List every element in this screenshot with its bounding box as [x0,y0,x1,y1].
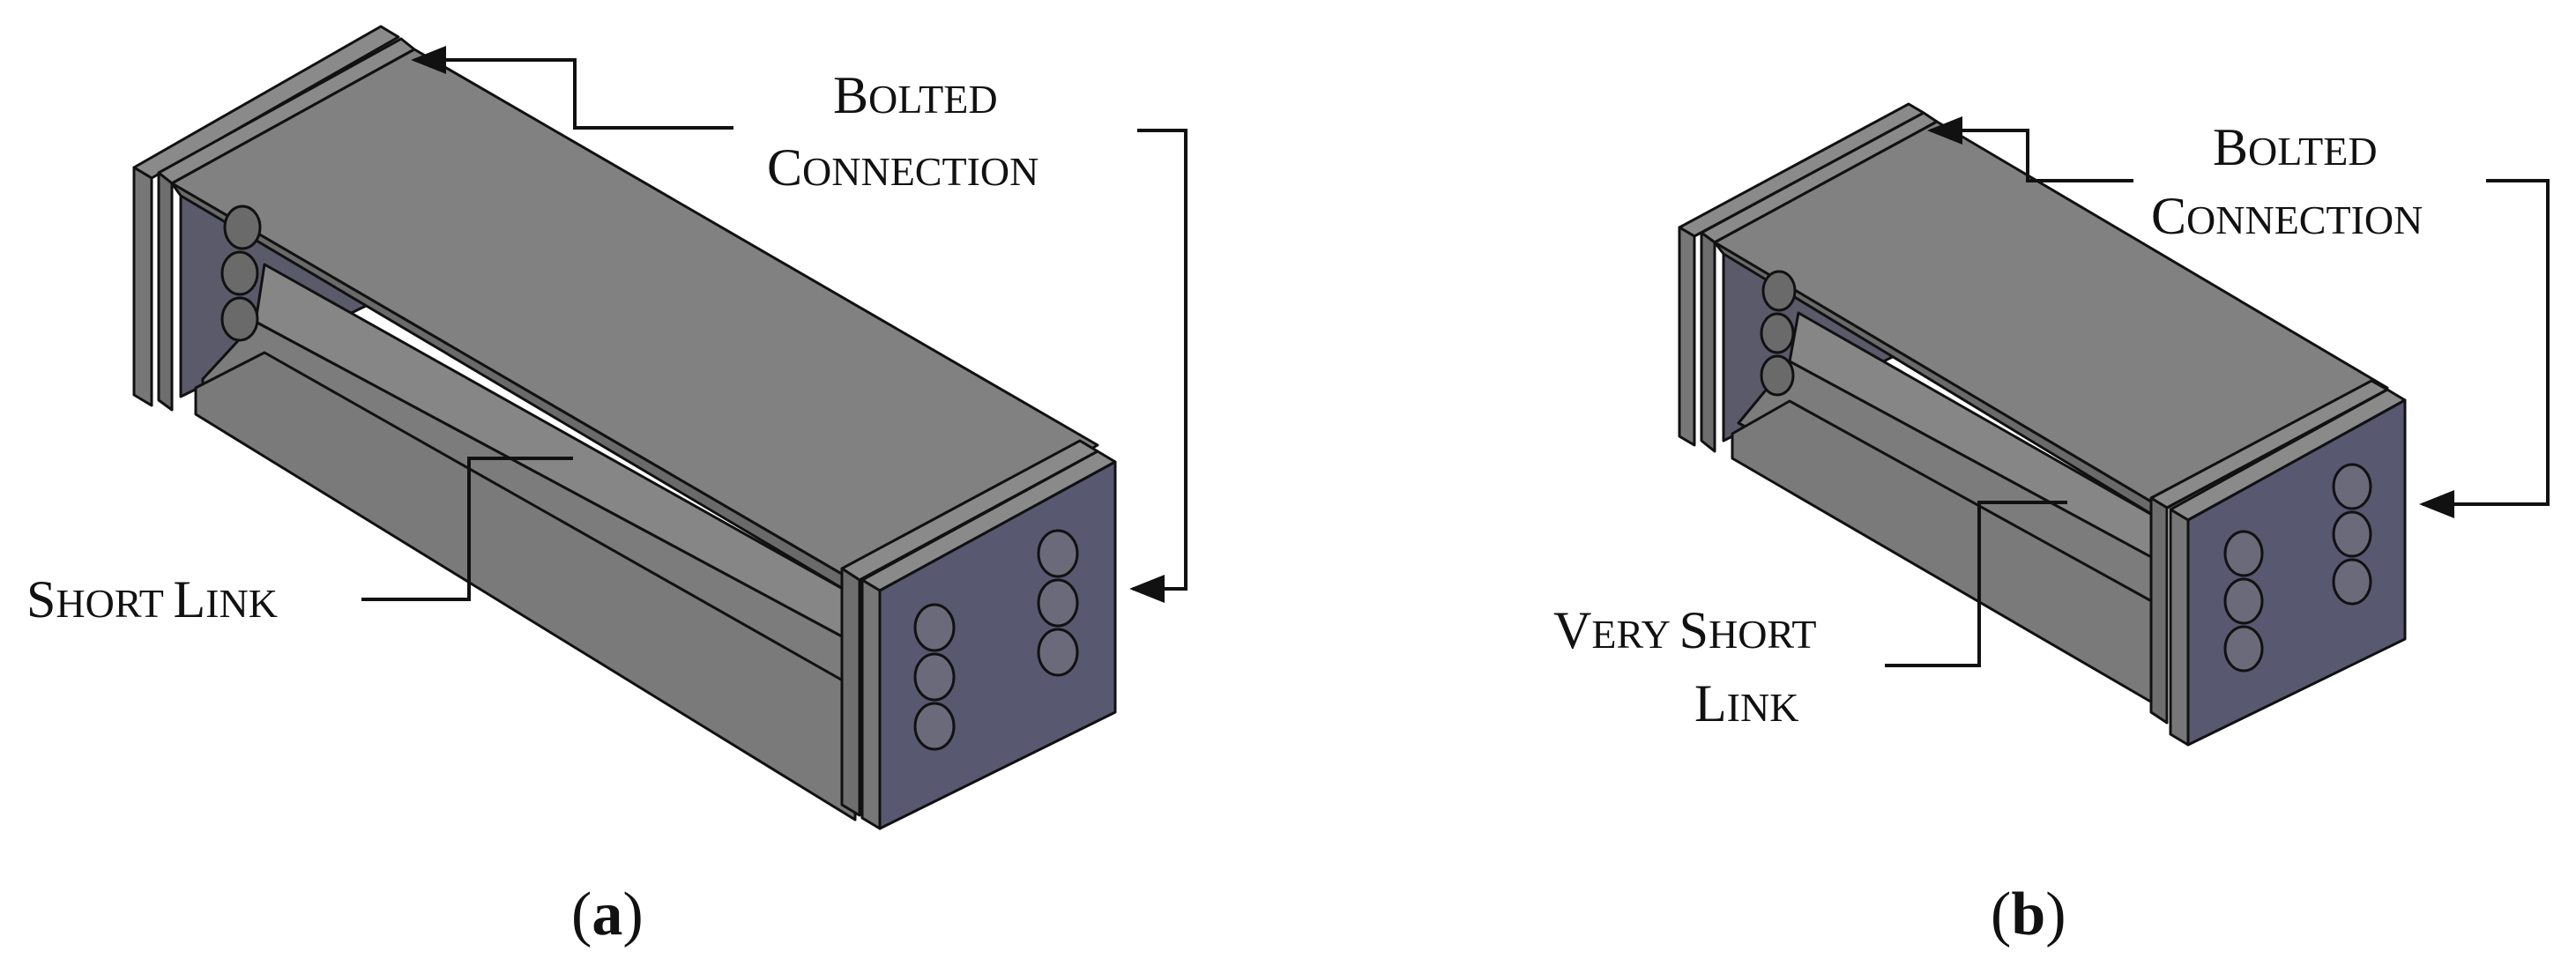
bolt [2223,530,2264,577]
right-end-plate-side-b [2169,508,2190,747]
caption-b: (b) [1991,881,2066,948]
connection-label-a: CONNECTION [767,138,1039,197]
left-bolts-b [1760,270,1797,397]
caption-a: (a) [571,881,644,948]
bolt [1037,628,1079,677]
panel-a [132,25,1117,830]
bolt [220,250,259,296]
right-end-plate-side [860,578,882,830]
bolted-leader-right-b [2419,179,2550,518]
right-end-plate-1-face-b [2149,496,2169,725]
bolt [220,296,259,342]
right-bolts-b [2223,463,2372,673]
bolt [1761,270,1797,312]
bolt [1037,578,1079,628]
panel-b-leaders [1885,116,2550,667]
bolt [2223,625,2264,673]
bolt [1037,529,1079,578]
left-end-plate-inner-face-b [1700,231,1716,453]
bolted-leader-top-a [411,46,733,130]
bolted-label-a: BOLTED [833,66,998,124]
bolt [913,652,956,702]
very-short-link-leader-b [1885,501,2067,667]
left-end-plate-outer-face-b [1678,226,1696,447]
bolted-label-b: BOLTED [2213,118,2378,176]
bolt [223,204,262,250]
connection-label-b: CONNECTION [2151,187,2423,245]
bolt [2332,463,2372,510]
bolt [2332,558,2372,606]
link-label-b: LINK [1694,674,1798,732]
right-bolts [913,529,1079,751]
very-short-label-b: VERY SHORT [1553,601,1816,659]
panel-b [1678,102,2407,747]
short-link-label-a: SHORT LINK [26,570,278,628]
panel-a-leaders [361,46,1187,603]
bolt [1760,354,1795,397]
bolt [1760,312,1795,354]
bolt [913,603,956,652]
bolted-leader-top-b [1927,116,2133,182]
left-end-plate-outer-face [132,166,153,407]
left-end-plate-inner-face [157,171,174,412]
bolt [2332,510,2372,558]
bolt [2223,577,2264,625]
bolted-leader-right-a [1129,129,1187,603]
bolt [913,702,956,751]
short-link-leader-a [361,457,573,601]
right-end-plate-1-face [840,567,861,817]
left-bolts [220,204,262,342]
